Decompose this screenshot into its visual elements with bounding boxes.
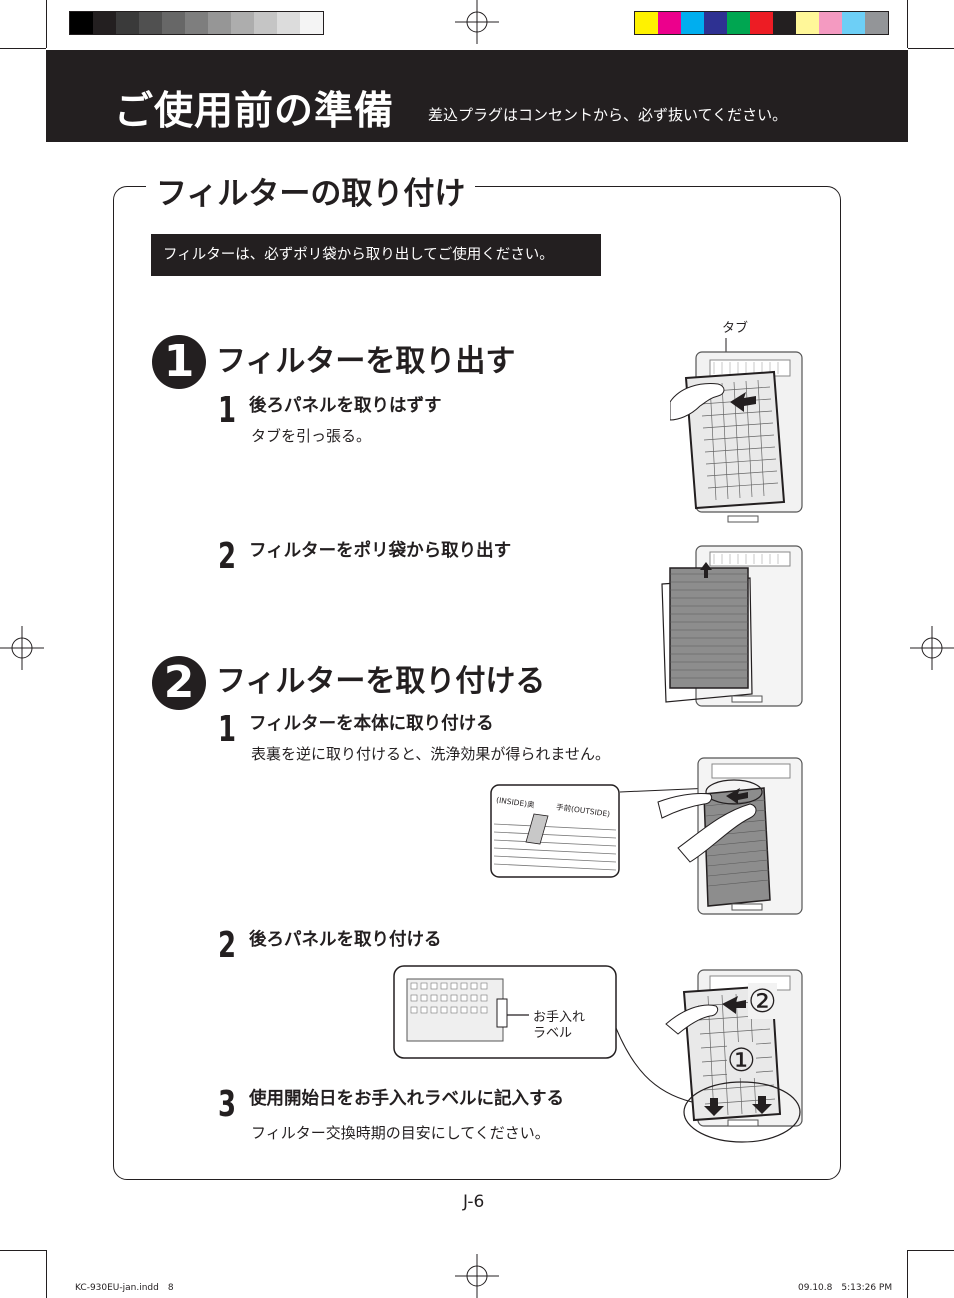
registration-mark-icon [910,626,954,670]
section-title: フィルターを取り出す [216,344,516,379]
step-title: 後ろパネルを取りはずす [249,396,442,416]
crop-mark [0,48,46,49]
crop-mark [907,0,908,48]
swatch [185,12,208,34]
step-number: 2 [218,536,237,577]
crop-mark [908,1250,954,1251]
step-number: 3 [218,1084,237,1125]
swatch [704,12,727,34]
swatch [93,12,116,34]
swatch [727,12,750,34]
crop-mark [908,48,954,49]
step-title: 後ろパネルを取り付ける [249,930,442,950]
swatch [139,12,162,34]
remove-panel-illustration [670,338,803,523]
step-description: タブを引っ張る。 [251,427,372,445]
step-number: 2 [218,925,237,966]
care-label-text: お手入れ [533,1010,586,1025]
swatch [750,12,773,34]
filter-bag-illustration [661,545,803,707]
step-number: 1 [218,390,237,431]
step-description: 表裏を逆に取り付けると、洗浄効果が得られません。 [251,745,610,763]
order-marker-1: ① [727,1041,756,1079]
crop-mark [0,1250,46,1251]
footer-file: KC-930EU-jan.indd 8 [75,1283,174,1293]
swatch [208,12,231,34]
care-label-inset [393,965,617,1059]
registration-mark-icon [455,1254,499,1298]
swatch [819,12,842,34]
registration-mark-icon [455,0,499,44]
header-bar [46,50,908,142]
section-title: フィルターを取り付ける [216,664,546,699]
footer-date: 09.10.8 5:13:26 PM [798,1283,893,1293]
content-frame [113,186,841,1180]
swatch [842,12,865,34]
frame-title: フィルターの取り付け [146,168,476,213]
color-swatch-row [634,11,889,35]
swatch [277,12,300,34]
swatch [116,12,139,34]
swatch [773,12,796,34]
swatch [635,12,658,34]
page-title: ご使用前の準備 [114,89,395,134]
swatch [865,12,888,34]
step-number: 1 [218,709,237,750]
order-marker-2: ② [748,982,777,1020]
notice-box: フィルターは、必ずポリ袋から取り出してご使用ください。 [151,234,601,276]
step-description: フィルター交換時期の目安にしてください。 [251,1124,550,1142]
filter-orientation-inset [490,784,620,878]
swatch [70,12,93,34]
gray-swatch-row [69,11,324,35]
attach-filter-illustration [619,757,803,915]
swatch [658,12,681,34]
header-warning: 差込プラグはコンセントから、必ず抜いてください。 [428,106,788,124]
swatch [162,12,185,34]
section-number: 1 [152,335,206,389]
crop-mark [907,1250,908,1298]
care-label-text: ラベル [533,1026,573,1041]
swatch [254,12,277,34]
section-number: 2 [152,656,206,710]
swatch [231,12,254,34]
step-title: 使用開始日をお手入れラベルに記入する [249,1089,564,1109]
swatch [681,12,704,34]
crop-mark [46,1250,47,1298]
step-title: フィルターを本体に取り付ける [249,714,494,734]
swatch [300,12,323,34]
step-title: フィルターをポリ袋から取り出す [249,541,512,561]
tab-label: タブ [722,321,749,336]
page-number: J-6 [463,1192,485,1212]
crop-mark [46,0,47,48]
registration-mark-icon [0,626,44,670]
attach-panel-illustration [615,969,803,1143]
swatch [796,12,819,34]
